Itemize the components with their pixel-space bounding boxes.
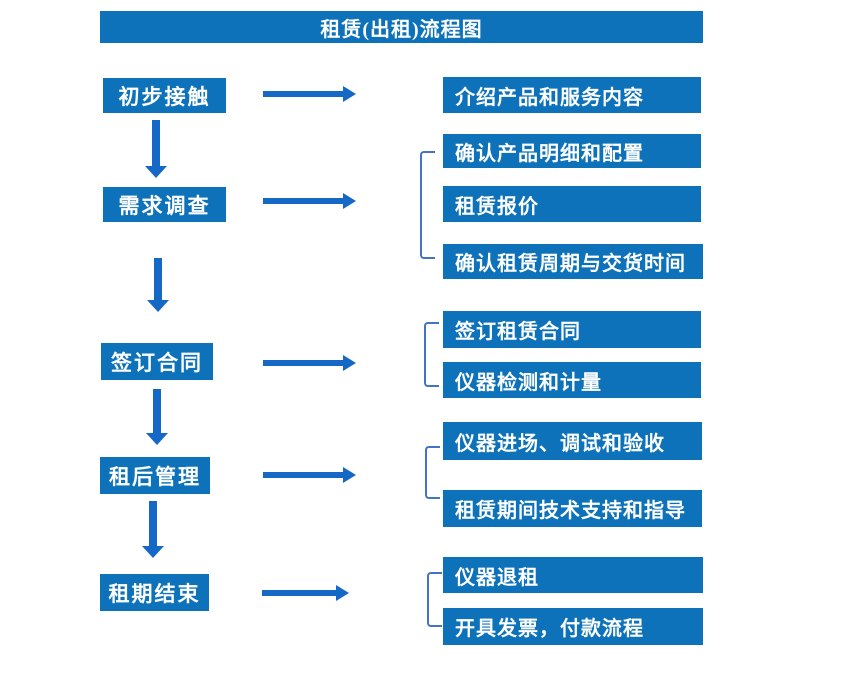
right-arrow-icon bbox=[263, 193, 356, 209]
detail-box-invoice-payment: 开具发票，付款流程 bbox=[443, 608, 703, 645]
down-arrow-icon bbox=[142, 501, 164, 558]
detail-box-sign-rental-contract: 签订租赁合同 bbox=[443, 311, 701, 348]
step-box-rental-end: 租期结束 bbox=[100, 574, 209, 611]
right-arrow-icon bbox=[263, 86, 356, 102]
detail-box-confirm-product-spec: 确认产品明细和配置 bbox=[443, 134, 701, 168]
step-box-demand-survey: 需求调查 bbox=[103, 187, 226, 222]
group-bracket-rental-end bbox=[427, 572, 442, 627]
right-arrow-icon bbox=[262, 585, 349, 601]
page-title: 租赁(出租)流程图 bbox=[320, 18, 483, 41]
group-bracket-post-rental bbox=[425, 446, 440, 499]
detail-box-rental-quote: 租赁报价 bbox=[443, 186, 701, 222]
step-box-post-rental-management: 租后管理 bbox=[100, 457, 210, 494]
down-arrow-icon bbox=[146, 389, 168, 445]
detail-box-introduce-products: 介绍产品和服务内容 bbox=[443, 77, 701, 113]
detail-box-instrument-setup: 仪器进场、调试和验收 bbox=[443, 422, 702, 460]
right-arrow-icon bbox=[263, 467, 356, 483]
right-arrow-icon bbox=[263, 355, 356, 371]
step-box-initial-contact: 初步接触 bbox=[103, 78, 226, 113]
detail-box-instrument-testing: 仪器检测和计量 bbox=[443, 362, 701, 398]
detail-box-instrument-return: 仪器退租 bbox=[443, 557, 703, 593]
group-bracket-demand-survey bbox=[420, 151, 435, 259]
title-bar: 租赁(出租)流程图 bbox=[100, 11, 703, 43]
detail-box-confirm-period: 确认租赁周期与交货时间 bbox=[443, 244, 703, 279]
group-bracket-sign-contract bbox=[424, 322, 439, 387]
detail-box-tech-support: 租赁期间技术支持和指导 bbox=[443, 490, 702, 527]
down-arrow-icon bbox=[145, 120, 167, 178]
down-arrow-icon bbox=[147, 258, 169, 312]
step-box-sign-contract: 签订合同 bbox=[101, 343, 213, 380]
